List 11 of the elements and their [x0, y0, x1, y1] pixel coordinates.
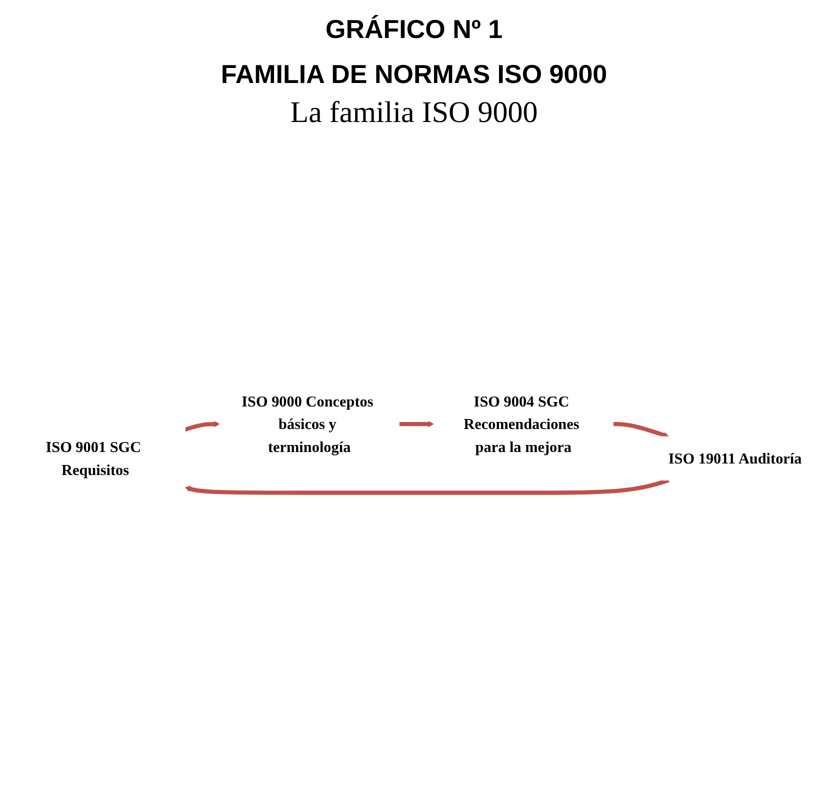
arrow [399, 420, 434, 427]
arrow [184, 420, 220, 432]
diagram-title: GRÁFICO Nº 1 [324, 14, 504, 45]
arrow [613, 422, 670, 438]
center-label: La familia ISO 9000 [289, 96, 539, 130]
arrow [184, 478, 670, 495]
node-text: ISO 9001 SGC Requisitos [46, 438, 142, 478]
node-text: ISO 9004 SGC Recomendaciones para la mejora [464, 392, 580, 456]
node-text: ISO 9000 Conceptos básicos y terminología [242, 392, 374, 456]
diagram-subtitle: FAMILIA DE NORMAS ISO 9000 [220, 59, 608, 90]
node-text: ISO 19011 Auditoría [668, 450, 802, 467]
